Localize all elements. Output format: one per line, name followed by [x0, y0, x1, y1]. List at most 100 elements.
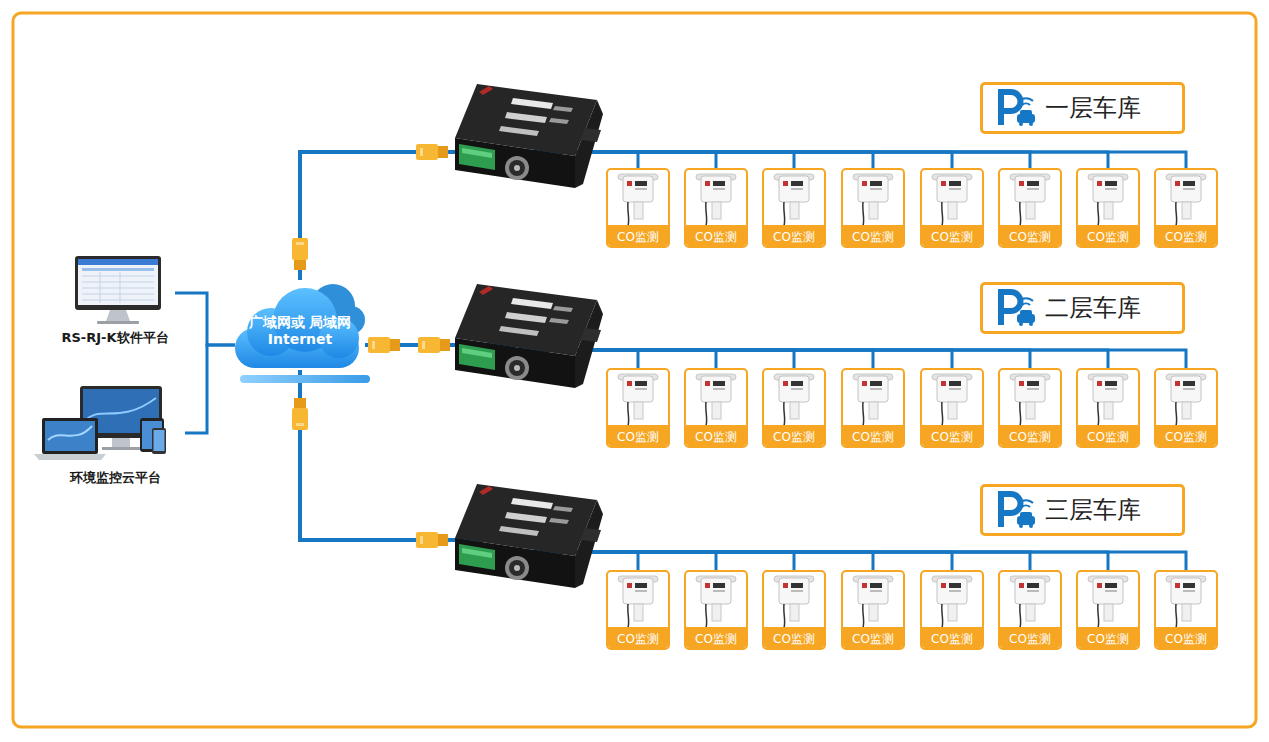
sensor-picture	[1026, 202, 1035, 219]
sensor-band: CO监测	[1078, 425, 1138, 446]
floor-text-box: 三层车库	[1045, 487, 1141, 536]
network-cable	[300, 152, 1108, 280]
sensor-label: CO监测	[617, 629, 659, 650]
sensor-picture	[627, 402, 629, 426]
sensor-band: CO监测	[1000, 225, 1060, 246]
sensor-picture	[949, 583, 961, 588]
sensor-picture	[1183, 583, 1195, 588]
sensor-picture	[1156, 170, 1216, 226]
sensor-picture	[948, 402, 957, 419]
sensor-label: CO监测	[1009, 629, 1051, 650]
sensor-picture	[705, 202, 707, 226]
co-sensor: CO监测	[920, 570, 984, 650]
parking-icon	[1019, 122, 1023, 126]
floor-name: 二层车库	[1045, 285, 1141, 331]
co-sensor: CO监测	[841, 168, 905, 248]
sensor-picture	[1097, 604, 1099, 628]
network-cable	[300, 152, 1030, 280]
sensor-picture	[634, 202, 643, 219]
sensor-picture	[1175, 381, 1180, 386]
sensor-picture	[1105, 188, 1117, 190]
sensor-picture	[1156, 370, 1216, 426]
sensor-picture	[705, 181, 710, 186]
sensor-picture	[870, 381, 882, 386]
sensor-picture	[1027, 381, 1039, 386]
sensor-band: CO监测	[922, 425, 982, 446]
sensor-picture	[937, 176, 967, 202]
devices-icon	[102, 447, 140, 450]
sensor-picture	[1097, 181, 1102, 186]
sensor-picture	[1097, 583, 1102, 588]
ethernet-plugs	[292, 398, 308, 430]
sensor-band: CO监测	[843, 627, 903, 648]
monitor-icon	[82, 282, 154, 283]
sensor-picture	[1015, 376, 1045, 402]
co-sensor: CO监测	[762, 368, 826, 448]
sensor-band: CO监测	[764, 425, 824, 446]
sensor-picture	[627, 202, 629, 226]
sensor-picture	[862, 583, 867, 588]
floor-label: 二层车库	[980, 282, 1185, 334]
parking-icon	[1020, 110, 1032, 116]
sensor-picture	[783, 181, 788, 186]
co-sensor: CO监测	[762, 570, 826, 650]
sensor-picture	[705, 381, 710, 386]
floor-label: 三层车库	[980, 484, 1185, 536]
sensor-picture	[634, 402, 643, 419]
sensor-picture	[862, 402, 864, 426]
sensor-label: CO监测	[852, 427, 894, 448]
ethernet-plugs	[416, 144, 448, 160]
floor-name: 三层车库	[1045, 487, 1141, 533]
sensor-picture	[791, 188, 803, 190]
sensor-picture	[1093, 176, 1123, 202]
sensor-picture	[941, 381, 946, 386]
co-sensor: CO监测	[684, 168, 748, 248]
sensor-picture	[869, 202, 878, 219]
sensor-band: CO监测	[608, 225, 668, 246]
sensor-picture	[634, 604, 643, 621]
sensor-band: CO监测	[608, 425, 668, 446]
sensor-picture	[949, 181, 961, 186]
parking-icon	[993, 88, 1039, 128]
parking-icon	[1022, 103, 1030, 105]
sensor-band: CO监测	[922, 627, 982, 648]
sensor-picture	[1019, 604, 1021, 628]
sensor-picture	[858, 376, 888, 402]
co-sensor: CO监测	[841, 368, 905, 448]
sensor-picture	[1078, 170, 1138, 226]
sensor-picture	[1026, 402, 1035, 419]
sensor-picture	[608, 572, 668, 628]
sensor-band: CO监测	[843, 225, 903, 246]
sensor-picture	[783, 402, 785, 426]
sensor-picture	[791, 388, 803, 390]
frame-border	[13, 13, 1256, 727]
sensor-picture	[1015, 578, 1045, 604]
sensor-picture	[712, 402, 721, 419]
devices-icon	[42, 418, 98, 454]
gateway-device	[455, 484, 603, 588]
sensor-picture	[862, 381, 867, 386]
gateway-device	[455, 484, 603, 588]
sensor-picture	[1105, 583, 1117, 588]
co-sensor: CO监测	[998, 168, 1062, 248]
sensor-picture	[1019, 583, 1024, 588]
sensor-picture	[791, 583, 803, 588]
monitor-icon	[82, 288, 154, 289]
sensor-label: CO监测	[1165, 227, 1207, 248]
sensor-picture	[686, 572, 746, 628]
sensor-picture	[1104, 604, 1113, 621]
monitor-icon	[120, 272, 121, 303]
sensor-band: CO监测	[922, 225, 982, 246]
sensor-picture	[1175, 181, 1180, 186]
co-sensor: CO监测	[1076, 570, 1140, 650]
sensor-band: CO监测	[843, 425, 903, 446]
network-cloud: 广域网或 局域网Internet	[235, 280, 365, 370]
co-sensor: CO监测	[1076, 368, 1140, 448]
sensor-picture	[1182, 604, 1191, 621]
sensor-picture	[790, 402, 799, 419]
sensor-picture	[862, 181, 867, 186]
network-cable	[300, 370, 1108, 570]
network-cable	[175, 293, 235, 345]
sensor-label: CO监测	[1087, 427, 1129, 448]
sensor-label: CO监测	[852, 629, 894, 650]
